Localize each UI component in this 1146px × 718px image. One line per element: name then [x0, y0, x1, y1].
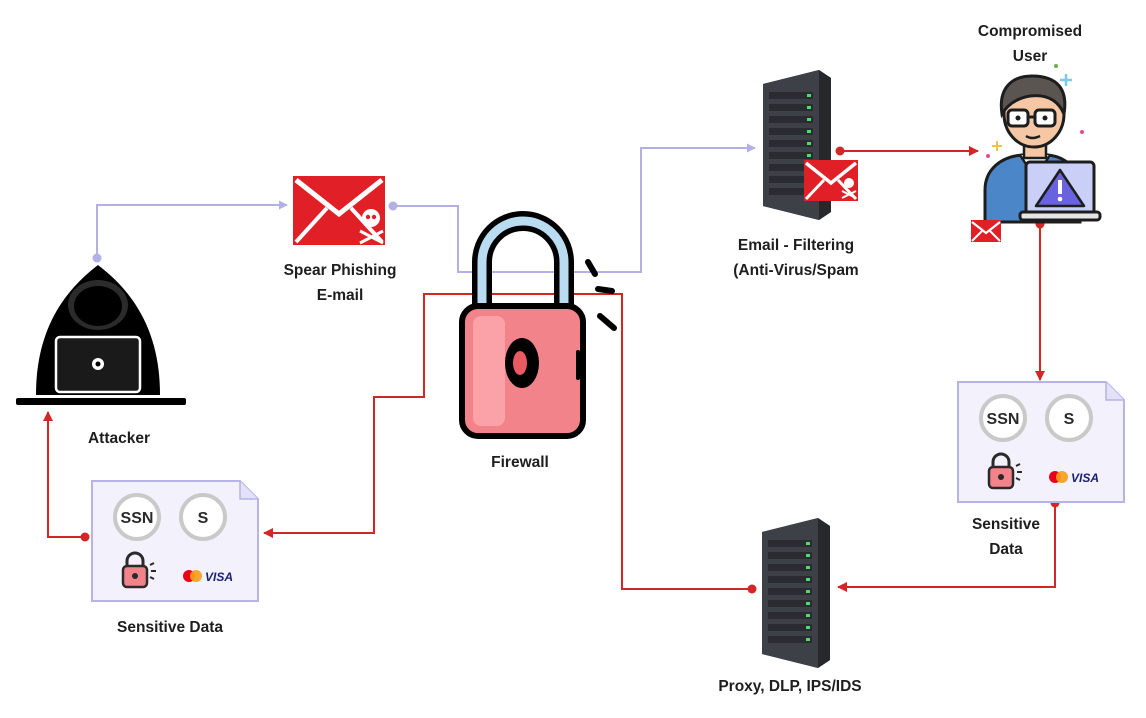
flow-filter-dot	[835, 146, 845, 156]
firewall-lock-icon	[459, 211, 617, 439]
compromised-user-icon	[983, 64, 1102, 224]
user-envelope-icon	[971, 220, 1001, 242]
ssn-badge-left: SSN	[121, 510, 154, 527]
flow-proxy-dot	[747, 584, 757, 594]
flow-left-data-to-attacker	[43, 411, 85, 538]
ssn-badge-right: SSN	[987, 411, 1020, 428]
sensitive-data-card-right: SSN S VISA	[956, 380, 1126, 504]
s-badge-right: S	[1064, 411, 1075, 428]
firewall-label: Firewall	[491, 454, 549, 471]
sensitive-data-right-label: Sensitive Data	[971, 516, 1041, 558]
flow-proxy-to-left-data	[263, 293, 752, 590]
sensitive-data-card-left: SSN S VISA	[90, 479, 260, 603]
flow-email-to-filter	[393, 143, 756, 273]
email-filtering-label: Email - Filtering (Anti-Virus/Spam	[733, 237, 859, 279]
flow-data-to-proxy	[837, 503, 1056, 592]
proxy-label: Proxy, DLP, IPS/IDS	[718, 678, 862, 695]
hacker-icon	[16, 265, 186, 405]
flow-email-dot	[388, 201, 398, 211]
flow-attacker-to-email	[96, 200, 288, 258]
filter-envelope-icon	[804, 160, 858, 201]
visa-logo-right: VISA	[1071, 471, 1099, 485]
sensitive-data-left-label: Sensitive Data	[117, 619, 223, 636]
phishing-envelope-icon	[293, 176, 385, 245]
proxy-server-icon	[762, 518, 830, 668]
flow-leftdata-dot	[80, 532, 90, 542]
visa-logo-left: VISA	[205, 570, 233, 584]
s-badge-left: S	[198, 510, 209, 527]
attacker-label: Attacker	[87, 430, 151, 447]
flow-start-dot	[92, 253, 102, 263]
compromised-user-label: Compromised User	[977, 23, 1083, 65]
spear-phishing-label: Spear Phishing E-mail	[283, 262, 397, 304]
